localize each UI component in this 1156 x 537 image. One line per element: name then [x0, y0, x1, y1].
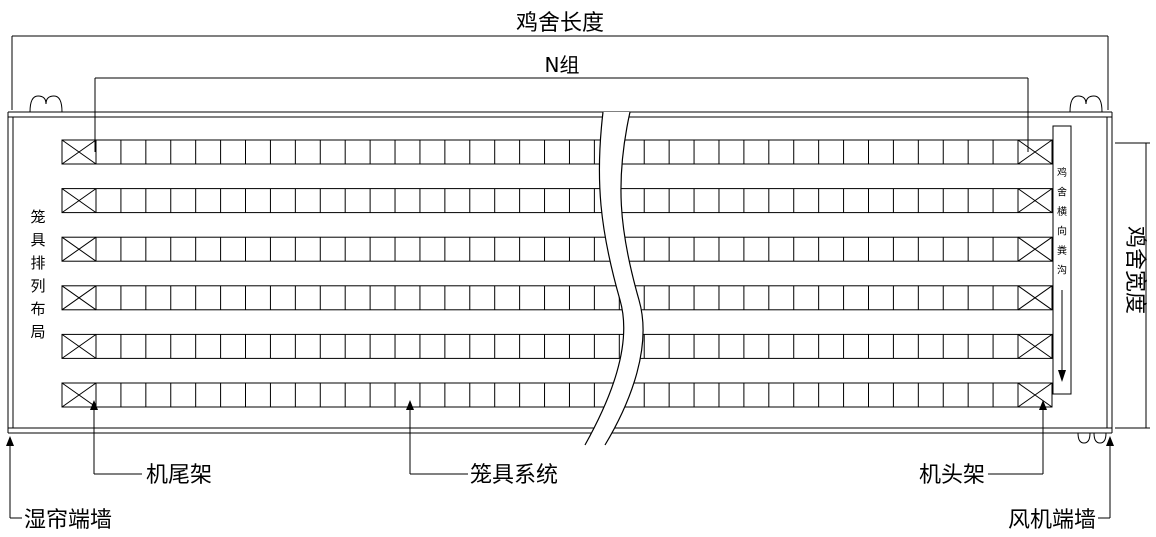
head-frame-label: 机头架 [919, 463, 985, 488]
cage-row-outline [61, 188, 1053, 214]
tail-frame-mark [61, 382, 97, 408]
cage-row [61, 188, 1053, 214]
head-frame-mark [1017, 139, 1053, 165]
pad-wall-label: 湿帘端墙 [24, 508, 112, 533]
house-width-label: 鸡舍宽度 [1122, 226, 1147, 314]
label-char: 沟 [1057, 264, 1067, 277]
cage-row [61, 333, 1053, 359]
cage-row [61, 139, 1053, 165]
cage-system-rows [61, 139, 1053, 408]
house-width-dimension: 鸡舍宽度 [1115, 142, 1150, 429]
label-char: 向 [1057, 225, 1067, 238]
head-frame-mark [1017, 236, 1053, 262]
tail-frame-mark [61, 236, 97, 262]
label-char: 笼 [30, 208, 45, 226]
label-char: 排 [30, 254, 45, 272]
house-outline [7, 111, 1113, 434]
tail-frame-label: 机尾架 [146, 463, 212, 488]
label-char: 粪 [1057, 244, 1067, 257]
label-char: 布 [30, 300, 45, 318]
label-char: 具 [30, 231, 45, 249]
head-frame-mark [1017, 333, 1053, 359]
house-length-label: 鸡舍长度 [516, 11, 604, 36]
n-groups-label: N组 [545, 53, 580, 77]
cage-system-label: 笼具系统 [470, 463, 558, 488]
label-char: 局 [30, 323, 45, 341]
cage-row-outline [61, 236, 1053, 262]
cage-row [61, 382, 1053, 408]
cage-row-outline [61, 333, 1053, 359]
cage-row-outline [61, 382, 1053, 408]
head-frame-mark [1017, 382, 1053, 408]
callouts: 机尾架 笼具系统 机头架 湿帘端墙 风机端墙 [6, 400, 1114, 533]
break-lines [584, 111, 644, 446]
n-groups-dimension: N组 [94, 53, 1029, 152]
tail-frame-mark [61, 188, 97, 214]
opening-marks [29, 95, 1107, 444]
head-frame-mark [1017, 285, 1053, 311]
label-char: 鸡 [1057, 166, 1067, 179]
head-frame-mark [1017, 188, 1053, 214]
tail-frame-mark [61, 139, 97, 165]
label-char: 列 [30, 277, 45, 295]
cage-row-outline [61, 139, 1053, 165]
tail-frame-mark [61, 285, 97, 311]
cage-row-outline [61, 285, 1053, 311]
house-length-dimension: 鸡舍长度 [11, 11, 1109, 110]
label-char: 横 [1057, 205, 1067, 218]
tail-frame-mark [61, 333, 97, 359]
fan-wall-label: 风机端墙 [1008, 508, 1096, 533]
cage-row [61, 236, 1053, 262]
label-char: 舍 [1057, 186, 1067, 199]
cage-row [61, 285, 1053, 311]
